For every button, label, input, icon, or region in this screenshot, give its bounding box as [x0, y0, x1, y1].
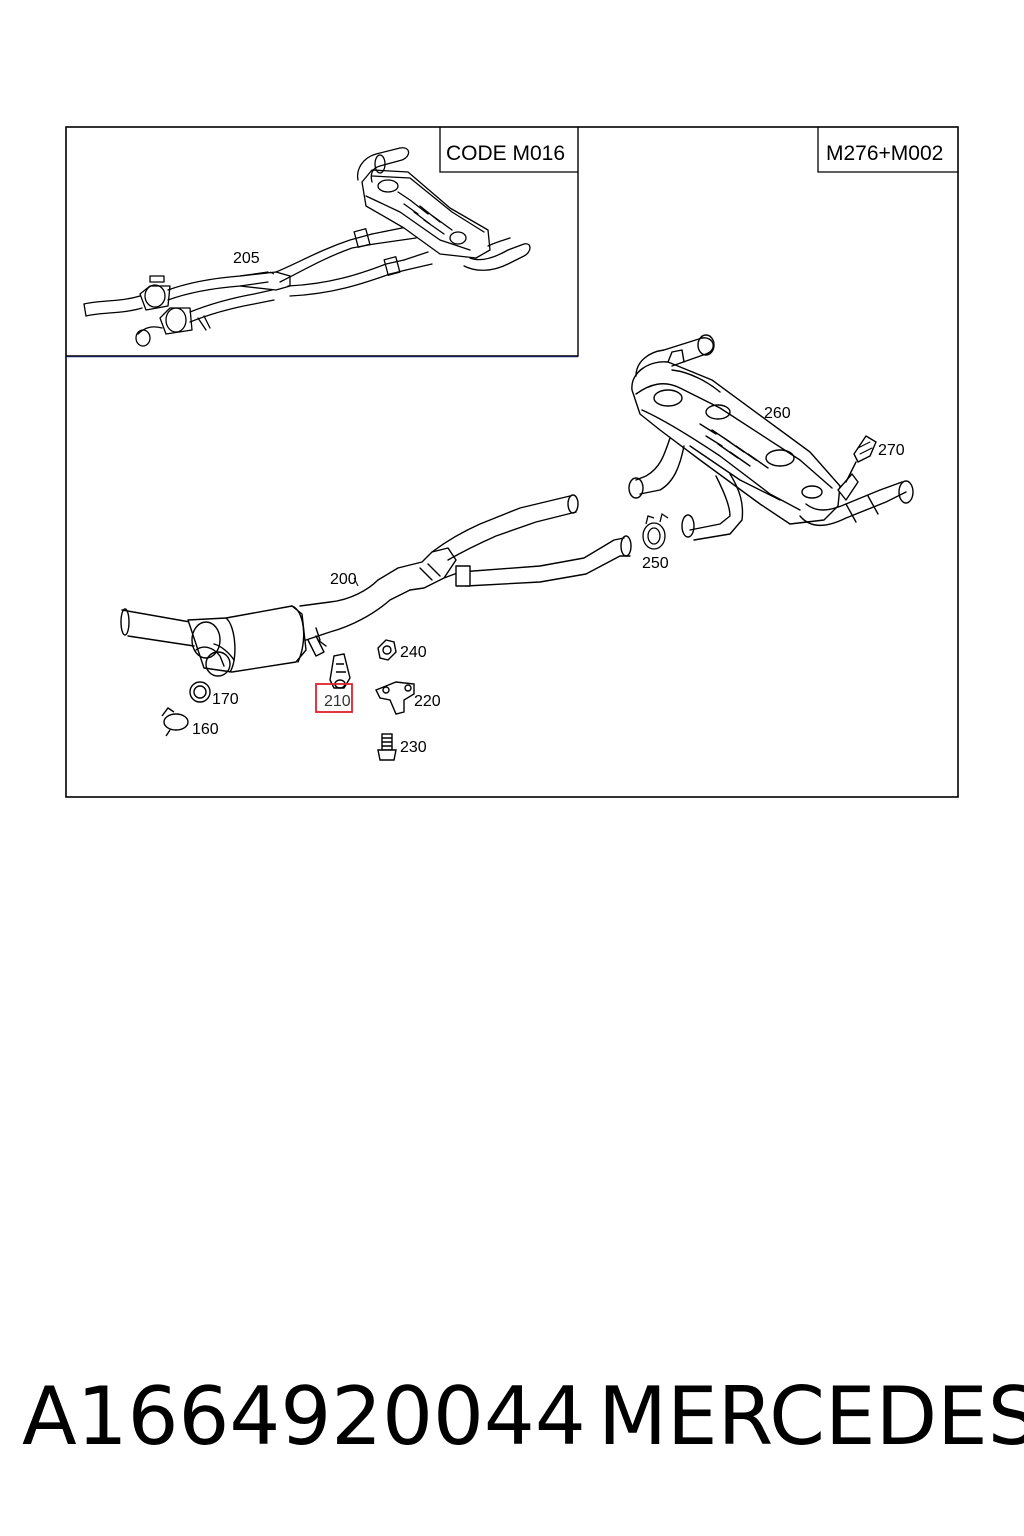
part-label-170: 170 — [212, 691, 239, 708]
clamp-250 — [642, 512, 669, 550]
part-label-260: 260 — [764, 405, 791, 422]
bracket-210 — [329, 653, 351, 689]
part-number: A1664920044 — [22, 1370, 586, 1463]
clamp-160 — [161, 707, 189, 737]
variant-code-text: M276+M002 — [826, 142, 943, 165]
diagram-frame — [65, 126, 959, 798]
part-label-250: 250 — [642, 555, 669, 572]
variant-code-label: M276+M002 — [817, 127, 958, 173]
leader-200 — [353, 577, 359, 587]
inset-code-text: CODE M016 — [446, 142, 565, 165]
inset-code-label: CODE M016 — [439, 127, 578, 173]
part-label-200: 200 — [330, 571, 357, 588]
part-label-270: 270 — [878, 442, 905, 459]
part-label-230: 230 — [400, 739, 427, 756]
nut-240 — [377, 639, 397, 661]
front-pipe-200 — [120, 494, 632, 677]
part-label-240: 240 — [400, 644, 427, 661]
exhaust-system-diagram: CODE M016 M276+M002 — [65, 126, 959, 798]
part-label-210[interactable]: 210 — [324, 693, 351, 710]
part-label-205: 205 — [233, 250, 260, 267]
brand-name: MERCEDES — [598, 1370, 1024, 1463]
part-label-160: 160 — [192, 721, 219, 738]
part-label-220: 220 — [414, 693, 441, 710]
inset-frame — [66, 127, 579, 357]
bracket-220 — [375, 681, 415, 715]
highlight-210 — [315, 683, 353, 713]
footer-caption: A1664920044 MERCEDES — [0, 1370, 1024, 1480]
gasket-170 — [189, 681, 211, 703]
inset-exhaust-assembly — [83, 147, 531, 347]
bolt-230 — [377, 733, 397, 761]
rear-muffler-260 — [628, 334, 914, 541]
